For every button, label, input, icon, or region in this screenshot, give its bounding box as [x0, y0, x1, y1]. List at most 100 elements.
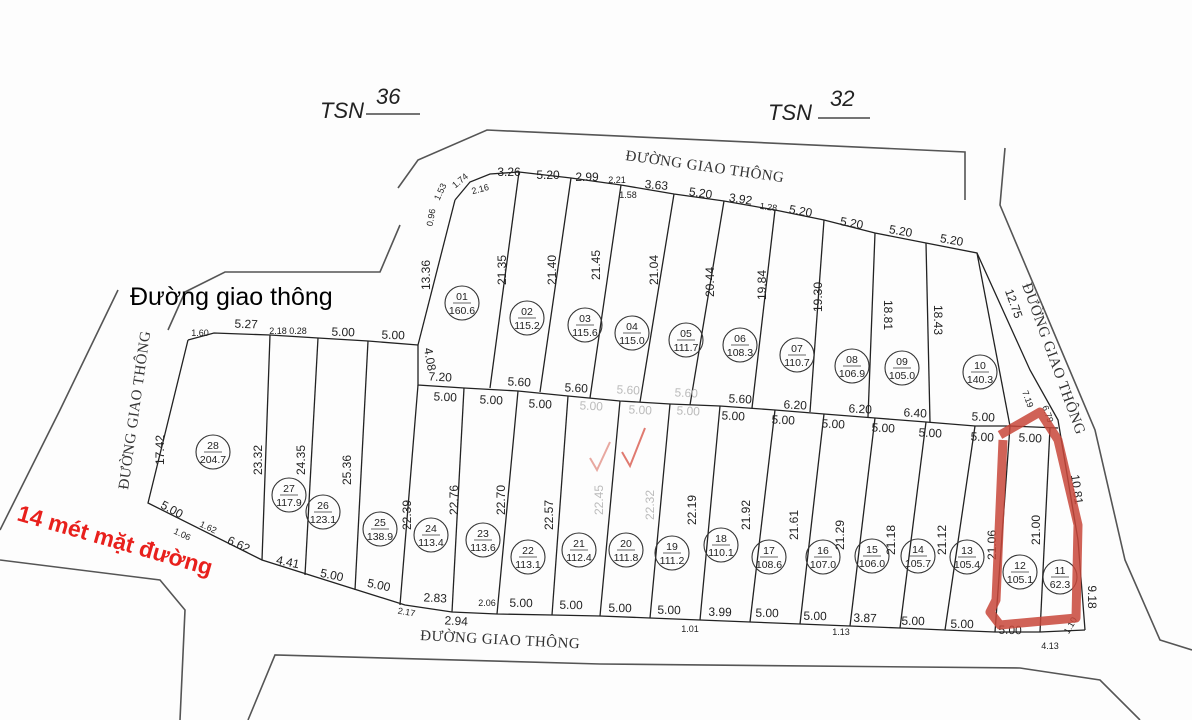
lot-circle — [668, 322, 704, 358]
dimension-label: 5.00 — [433, 389, 457, 404]
dimension-label: 2.17 — [397, 606, 416, 619]
dimension-label: 1.13 — [832, 627, 850, 637]
dimension-label: 3.87 — [853, 611, 877, 625]
dimension-label: 3.99 — [708, 605, 732, 619]
dimension-label: 17.42 — [153, 435, 167, 465]
lot-number: 24 — [425, 523, 437, 535]
dimension-label: 6.40 — [903, 405, 927, 420]
lot-divider-line — [649, 403, 671, 619]
dimension-label: 21.12 — [935, 525, 949, 555]
dimension-label: 5.20 — [839, 214, 865, 232]
lot-area: 62.3 — [1050, 579, 1071, 591]
dimension-label: 5.20 — [536, 168, 560, 182]
lot-circle — [444, 285, 480, 321]
dimension-label: 5.00 — [755, 606, 779, 620]
dimension-label: 5.00 — [319, 566, 345, 585]
dimension-label: 18.43 — [931, 305, 945, 335]
lot-number: 14 — [912, 544, 924, 556]
dimension-label: 3.26 — [497, 165, 521, 179]
lot-circle — [949, 539, 985, 575]
dimension-label: 6.20 — [783, 397, 807, 412]
dimension-label: 21.61 — [787, 510, 801, 540]
lot-area: 113.4 — [418, 537, 444, 549]
lot-divider-line — [304, 337, 319, 576]
dimension-label: 5.00 — [821, 416, 845, 431]
lot-circle — [962, 354, 998, 390]
dimension-label: 25.36 — [340, 455, 354, 485]
lot-divider-line — [799, 413, 825, 625]
lot-area: 106.0 — [859, 558, 885, 570]
lot-area: 112.4 — [566, 552, 592, 564]
lot-boundary-line — [147, 339, 1086, 633]
lot-circle — [900, 538, 936, 574]
lot-divider-line — [749, 409, 776, 623]
dimension-label: 5.20 — [888, 222, 914, 240]
lot-number: 17 — [763, 545, 775, 557]
dimension-label: 7.20 — [428, 369, 452, 384]
dimension-label: 7.19 — [1020, 389, 1035, 409]
lot-number: 10 — [974, 360, 986, 372]
lot-circle — [1002, 554, 1038, 590]
lot-number: 22 — [522, 545, 534, 557]
lot-divider-line — [1039, 427, 1051, 633]
lot-17[interactable]: 17 108.6 — [751, 539, 787, 575]
lot-area: 123.1 — [310, 514, 336, 526]
lot-number: 27 — [283, 483, 295, 495]
tsn-number: 36 — [376, 84, 401, 109]
dimension-label: 4.13 — [1041, 641, 1059, 651]
dimension-label: 22.76 — [447, 485, 461, 515]
dimension-label: 18.81 — [881, 300, 895, 330]
dimension-label: 5.00 — [918, 425, 942, 440]
lot-area: 108.6 — [756, 559, 782, 571]
lot-circle — [608, 532, 644, 568]
lot-area: 113.6 — [470, 542, 496, 554]
lot-circle — [805, 539, 841, 575]
road-edge-left-upper — [167, 224, 401, 331]
lot-divider-line — [451, 387, 465, 613]
lot-24[interactable]: 24 113.4 — [413, 517, 449, 553]
lot-divider-line — [354, 340, 369, 591]
lot-divider-line — [551, 395, 569, 616]
dimension-label: 5.20 — [788, 202, 814, 220]
dimension-label: 4.08 — [421, 347, 439, 373]
lot-number: 19 — [666, 541, 678, 553]
lot-number: 01 — [456, 291, 468, 303]
dimension-label: 5.60 — [674, 385, 698, 400]
dimension-label: 5.27 — [234, 317, 258, 332]
dimension-label: 1.58 — [619, 190, 637, 200]
dimension-label: 5.20 — [939, 231, 965, 249]
lot-number: 25 — [374, 517, 386, 529]
lot-divider-line — [867, 232, 876, 418]
dimension-label: 1.06 — [172, 526, 192, 542]
dimension-label: 5.00 — [608, 601, 632, 615]
lot-circle — [779, 337, 815, 373]
dimension-label: 19.30 — [811, 282, 825, 312]
